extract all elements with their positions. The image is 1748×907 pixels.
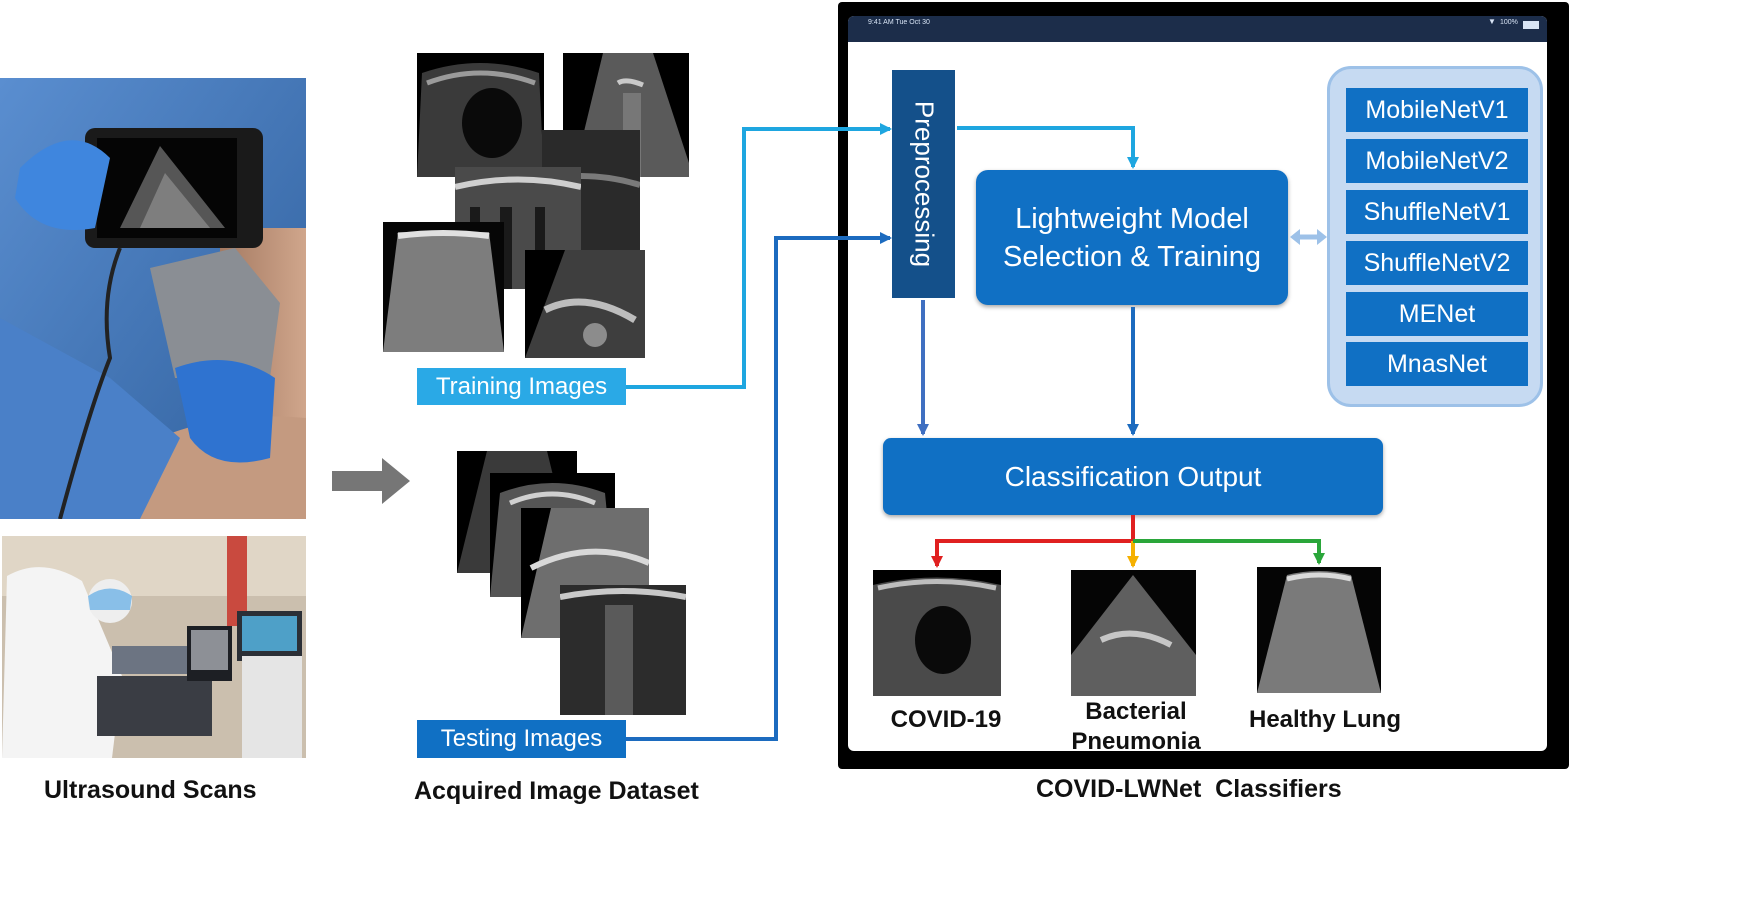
training-images-tag: Training Images [417, 368, 626, 405]
covid-result-image [873, 570, 1001, 696]
training-image [417, 53, 544, 177]
model-mobilenetv1: MobileNetV1 [1346, 88, 1528, 132]
model-shufflenetv1: ShuffleNetV1 [1346, 190, 1528, 234]
classifiers-caption: COVID-LWNet Classifiers [1036, 775, 1342, 803]
model-selection-line1: Lightweight Model [1015, 202, 1249, 235]
model-menet: MENet [1346, 292, 1528, 336]
bacterial-line2: Pneumonia [1071, 728, 1201, 755]
healthy-branch-arrow [1133, 539, 1325, 565]
model-mnasnet: MnasNet [1346, 342, 1528, 386]
testing-images-label: Testing Images [440, 725, 603, 752]
training-images-label: Training Images [435, 372, 608, 400]
dataset-caption: Acquired Image Dataset [414, 777, 699, 805]
ultrasound-scans-caption: Ultrasound Scans [44, 776, 257, 804]
status-time: 9:41 AM Tue Oct 30 [868, 19, 930, 26]
ultrasound-scan-photo-bottom [2, 536, 306, 758]
bacterial-result-label: Bacterial Pneumonia [1051, 697, 1221, 757]
model-selection-line2: Selection & Training [1003, 240, 1261, 273]
training-flow-arrow [626, 123, 892, 389]
training-image [525, 250, 645, 358]
tablet-status-bar: 9:41 AM Tue Oct 30 ▼ 100% [848, 16, 1547, 42]
testing-images-tag: Testing Images [417, 720, 626, 758]
ultrasound-scan-photo-top [0, 78, 306, 519]
classification-output-label: Classification Output [1004, 460, 1262, 492]
status-battery: 100% [1500, 19, 1518, 26]
model-shufflenetv2: ShuffleNetV2 [1346, 241, 1528, 285]
bacterial-result-image [1071, 570, 1196, 696]
covid-branch-arrow [931, 539, 1133, 568]
wifi-icon: ▼ [1488, 17, 1496, 26]
testing-image [560, 585, 686, 715]
preprocess-to-selection-arrow [957, 126, 1139, 169]
bacterial-line1: Bacterial [1085, 698, 1187, 725]
covid-result-label: COVID-19 [890, 706, 1002, 733]
healthy-result-image [1257, 567, 1381, 693]
gray-right-arrow [332, 458, 410, 504]
preprocessing-box: Preprocessing [892, 70, 955, 298]
models-panel: MobileNetV1 MobileNetV2 ShuffleNetV1 Shu… [1327, 66, 1543, 407]
model-mobilenetv2: MobileNetV2 [1346, 139, 1528, 183]
testing-flow-arrow [626, 232, 892, 741]
classification-output-box: Classification Output [883, 438, 1383, 515]
battery-icon [1523, 21, 1539, 29]
training-image [383, 222, 504, 352]
healthy-result-label: Healthy Lung [1248, 706, 1401, 733]
model-selection-box: Lightweight Model Selection & Training [976, 170, 1288, 305]
